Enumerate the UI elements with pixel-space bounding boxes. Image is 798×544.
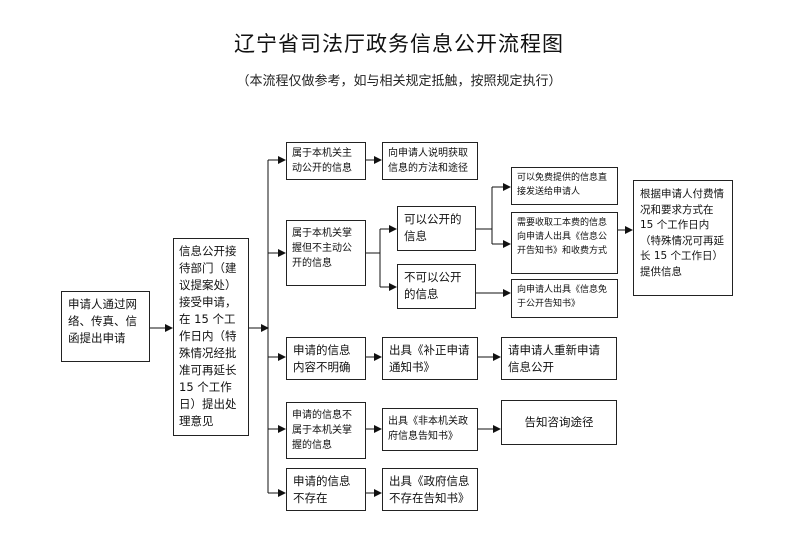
- reception-box: 信息公开接待部门（建议提案处）接受申请，在 15 个工作日内（特殊情况经批准可再…: [173, 238, 249, 436]
- not-exist-box: 申请的信息不存在: [286, 468, 366, 511]
- not-exist-notice-box: 出具《政府信息不存在告知书》: [382, 468, 478, 511]
- page-subtitle: （本流程仅做参考，如与相关规定抵触，按照规定执行）: [236, 74, 562, 89]
- page-title: 辽宁省司法厅政务信息公开流程图: [234, 32, 564, 56]
- fee-required-box: 需要收取工本费的信息向申请人出具《信息公开告知书》和收费方式: [511, 212, 618, 274]
- correction-notice-box: 出具《补正申请通知书》: [382, 337, 478, 380]
- proactive-box: 属于本机关主动公开的信息: [286, 142, 366, 180]
- free-provide-box: 可以免费提供的信息直接发送给申请人: [511, 167, 618, 205]
- unclear-box: 申请的信息内容不明确: [286, 337, 366, 380]
- cannot-disclose-box: 不可以公开的信息: [397, 264, 476, 309]
- non-agency-notice-box: 出具《非本机关政府信息告知书》: [382, 408, 478, 451]
- exempt-notice-box: 向申请人出具《信息免于公开告知书》: [511, 279, 618, 318]
- reapply-box: 请申请人重新申请信息公开: [501, 337, 617, 380]
- not-this-agency-box: 申请的信息不属于本机关掌握的信息: [286, 402, 366, 459]
- non-proactive-box: 属于本机关掌握但不主动公开的信息: [286, 220, 366, 286]
- can-disclose-box: 可以公开的信息: [397, 206, 476, 251]
- explain-method-box: 向申请人说明获取信息的方法和途径: [382, 142, 478, 180]
- inform-channel-box: 告知咨询途径: [501, 400, 617, 445]
- applicant-box: 申请人通过网络、传真、信函提出申请: [61, 291, 150, 362]
- provide-final-box: 根据申请人付费情况和要求方式在 15 个工作日内（特殊情况可再延长 15 个工作…: [633, 180, 733, 296]
